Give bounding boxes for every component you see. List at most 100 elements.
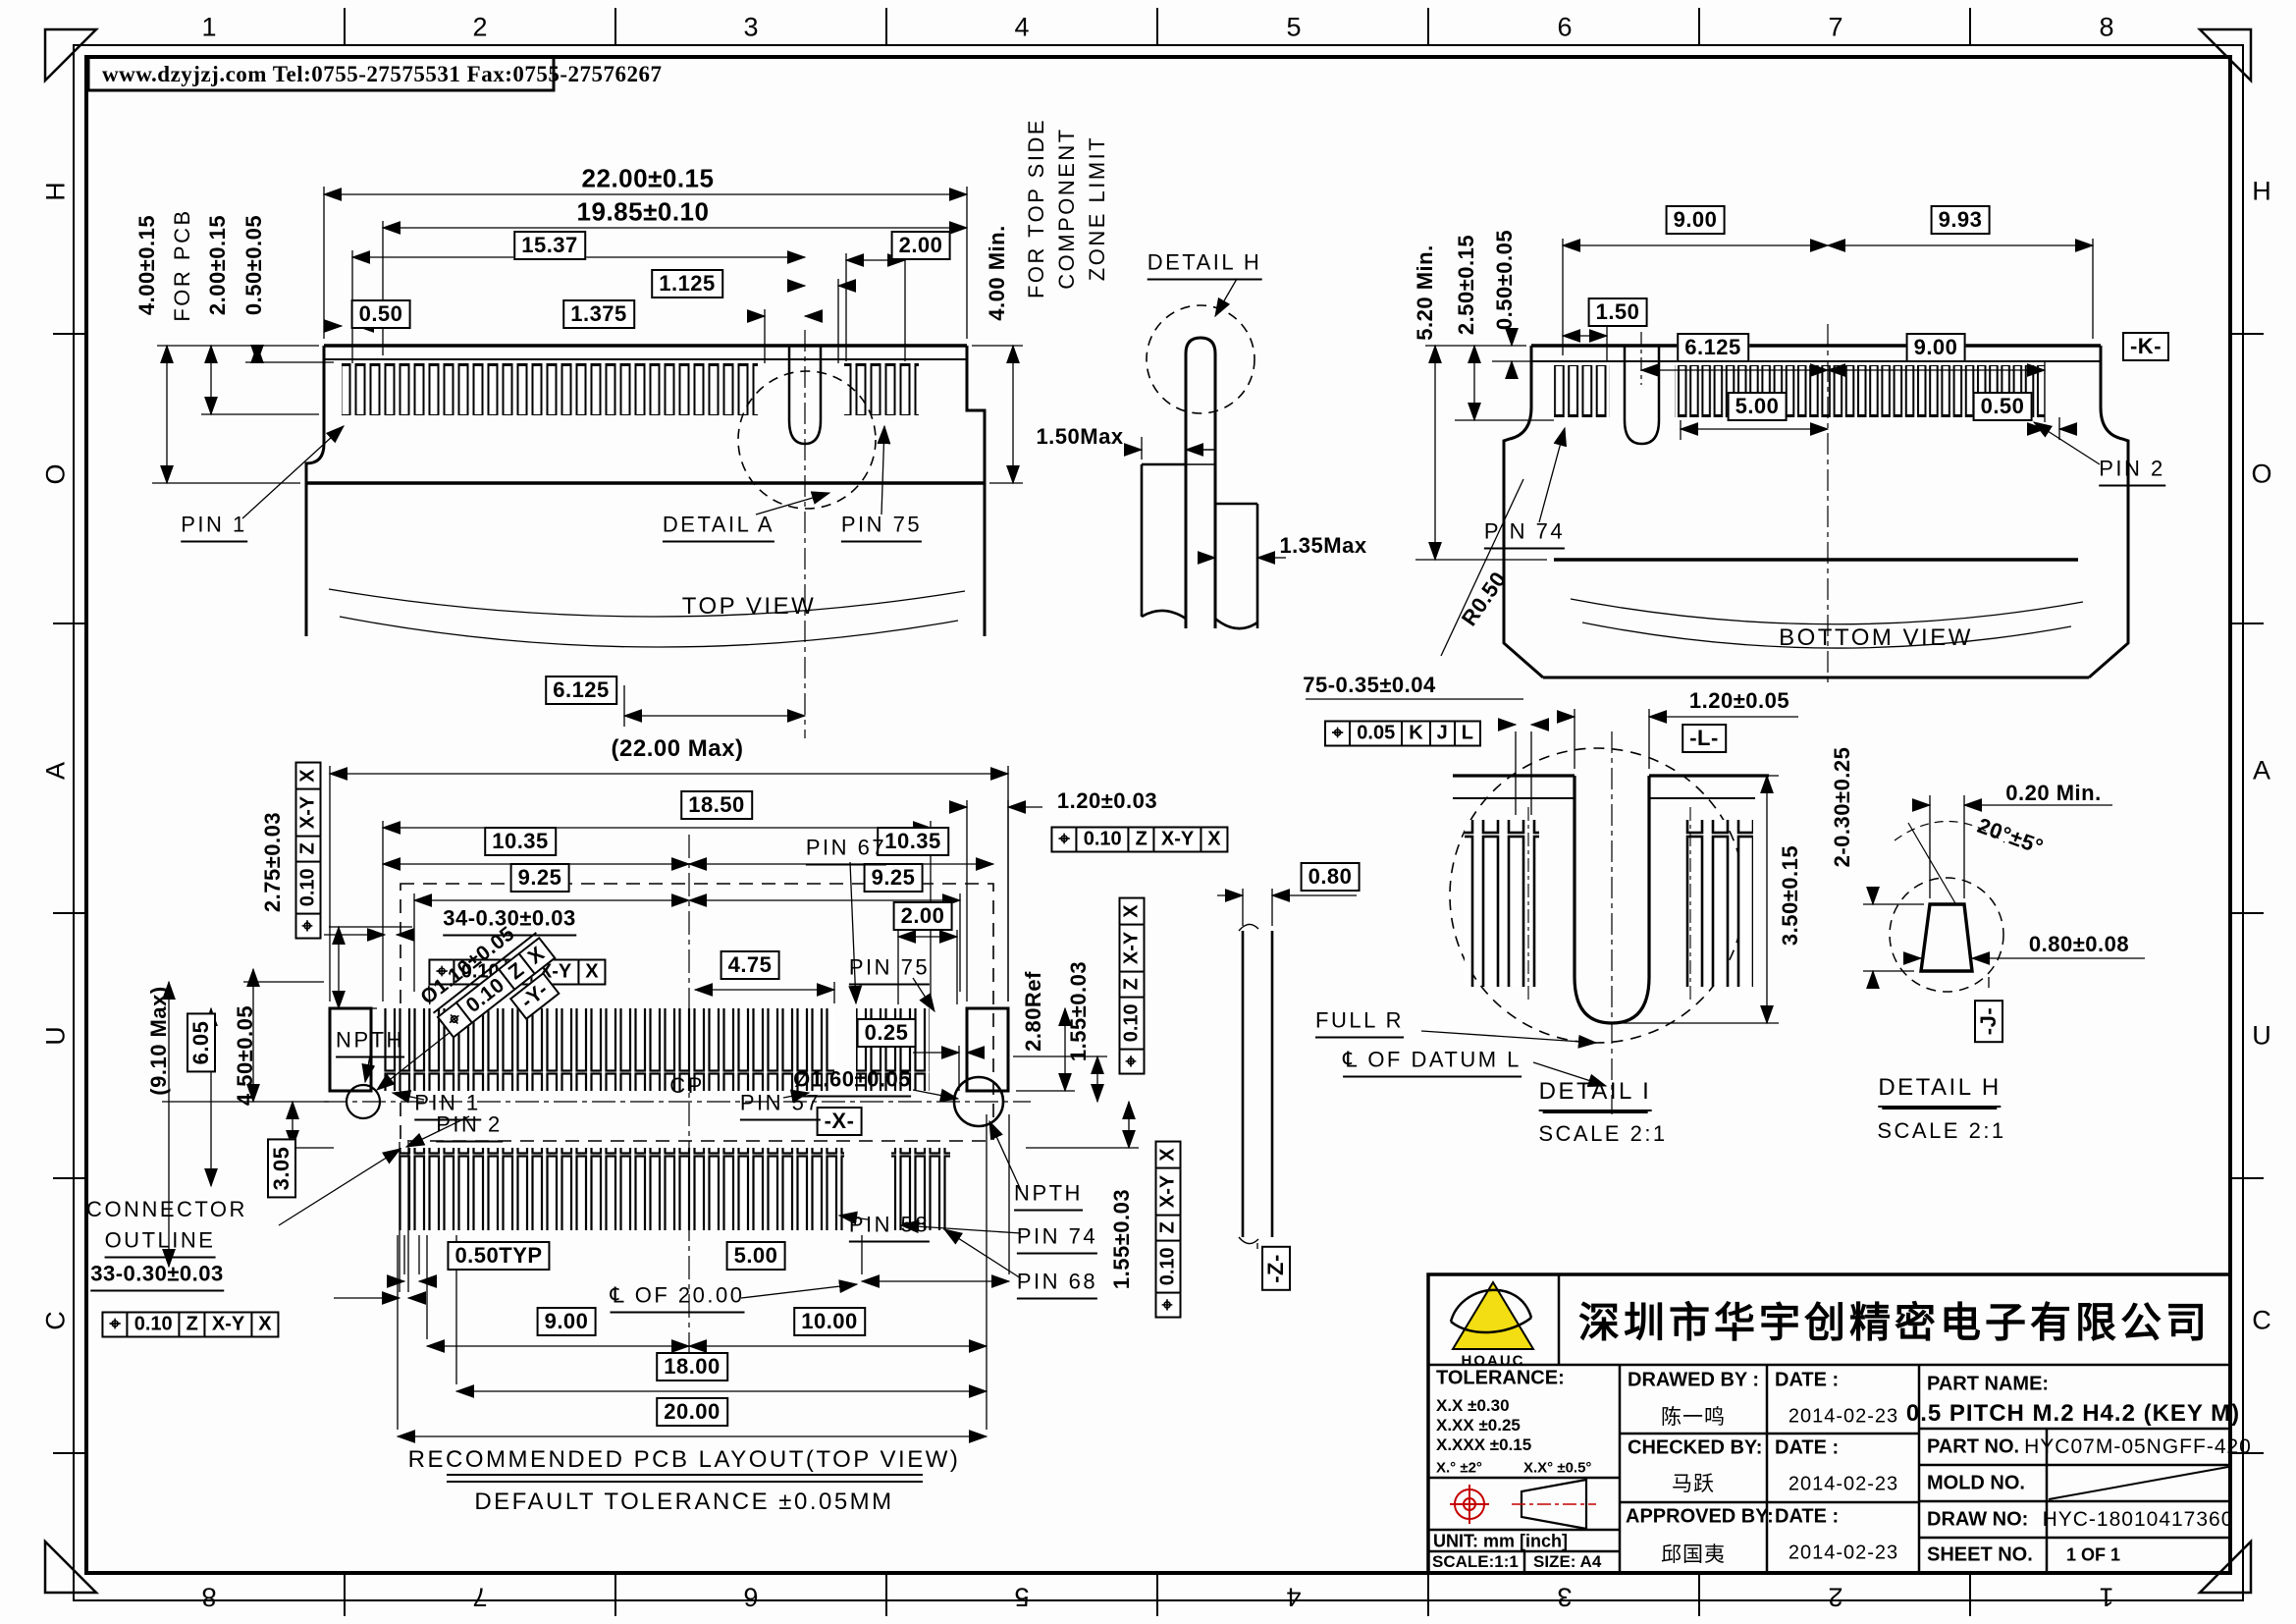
- date3-label: DATE :: [1775, 1505, 1840, 1528]
- note-top-side-1: FOR TOP SIDE: [1024, 117, 1048, 299]
- dim-0.50-bv: 0.50±0.05: [1492, 229, 1517, 331]
- dim-dia-1.60: Ø1.60±0.05: [793, 1067, 911, 1098]
- zone-letter-right-h: H: [2252, 176, 2271, 206]
- zone-letter-right-o: O: [2251, 459, 2272, 489]
- sheet-no-label: SHEET NO.: [1927, 1543, 2033, 1566]
- fcf-155a-sym: ⌖: [1118, 1048, 1146, 1075]
- zone-letter-left-o: O: [40, 463, 71, 485]
- part-no-label: PART NO.: [1927, 1435, 2020, 1458]
- label-npth-left: NPTH: [336, 1028, 404, 1058]
- unit-label: UNIT: mm [inch]: [1433, 1531, 1568, 1551]
- fcf-120-tol: 0.10: [1075, 826, 1130, 853]
- label-detail-a: DETAIL A: [662, 513, 775, 543]
- scale-label: SCALE:1:1: [1432, 1552, 1519, 1571]
- dim-75-count: 75-0.35±0.04: [1303, 673, 1436, 697]
- label-pin74-bottom: PIN 74: [1483, 519, 1566, 550]
- fcf-33-sym: ⌖: [101, 1311, 129, 1338]
- part-name-label: PART NAME:: [1927, 1373, 2050, 1395]
- dim-9.25-r: 9.25: [863, 863, 924, 893]
- zone-number-top-4: 4: [1014, 12, 1030, 42]
- label-pin75-top: PIN 75: [840, 513, 923, 543]
- dim-1.50max: 1.50Max: [1036, 424, 1124, 449]
- fcf-275-d1: Z: [294, 835, 322, 863]
- dim-1.20-detail: 1.20±0.05: [1688, 688, 1790, 713]
- zone-number-bottom-8: 8: [201, 1582, 217, 1612]
- fcf-33-d2: X-Y: [203, 1311, 253, 1338]
- dim-0.50-bottom: 0.50: [1972, 392, 2033, 421]
- dim-4.50: 4.50±0.05: [233, 1004, 257, 1107]
- note-top-side-2: COMPONENT: [1054, 127, 1079, 290]
- dim-0.80-detail: 0.80±0.08: [2028, 932, 2130, 956]
- tolerance-3: X.XXX ±0.15: [1436, 1435, 1532, 1454]
- dim-0.80-bar: 0.80: [1300, 862, 1361, 892]
- company-name: 深圳市华宇创精密电子有限公司: [1577, 1299, 2212, 1346]
- dim-10.35-l: 10.35: [484, 827, 557, 856]
- dim-0.25: 0.25: [856, 1018, 917, 1048]
- zone-letter-right-a: A: [2252, 755, 2271, 785]
- dim-1.55-a: 1.55±0.03: [1066, 960, 1091, 1062]
- fcf-75-d1: K: [1401, 720, 1431, 747]
- fcf-33-d3: X: [250, 1311, 280, 1338]
- fcf-120-d1: Z: [1127, 826, 1155, 853]
- label-pin75-pcb: PIN 75: [848, 955, 931, 986]
- dim-6.05: 6.05: [187, 1012, 216, 1073]
- dim-1.35max: 1.35Max: [1279, 533, 1367, 558]
- checked-by-label: CHECKED BY:: [1628, 1436, 1763, 1459]
- bottom-view: [1415, 239, 2130, 687]
- zone-letter-left-h: H: [40, 182, 71, 201]
- sheet-no-value: 1 OF 1: [2066, 1544, 2121, 1565]
- part-no-value: HYC07M-05NGFF-420: [2024, 1435, 2252, 1458]
- dim-6.125-bottom: 6.125: [1677, 333, 1749, 362]
- datum-k: -K-: [2121, 332, 2170, 361]
- zone-number-bottom-6: 6: [743, 1582, 759, 1612]
- date3-value: 2014-02-23: [1788, 1542, 1899, 1564]
- tolerance-1: X.X ±0.30: [1436, 1396, 1510, 1415]
- fcf-155a-d1: Z: [1118, 970, 1146, 999]
- dim-6.125-top: 6.125: [545, 676, 617, 705]
- approved-by-label: APPROVED BY:: [1626, 1505, 1774, 1528]
- label-pin2-pcb: PIN 2: [436, 1112, 503, 1143]
- dim-9.00-pcb: 9.00: [536, 1307, 597, 1336]
- drawed-by-name: 陈一鸣: [1661, 1406, 1726, 1429]
- dim-4.00-min: 4.00 Min.: [985, 225, 1009, 321]
- label-pin68: PIN 68: [1016, 1270, 1098, 1300]
- datum-x: -X-: [816, 1107, 863, 1136]
- dim-0.50-top: 0.50: [350, 299, 411, 329]
- label-pin74-pcb: PIN 74: [1016, 1224, 1098, 1255]
- dim-2.00-v: 2.00±0.15: [205, 214, 230, 316]
- scale-detail-h: SCALE 2:1: [1877, 1118, 2006, 1143]
- top-view: [152, 187, 1023, 738]
- dim-9.25-l: 9.25: [509, 863, 570, 893]
- fcf-34-sym: ⌖: [428, 958, 455, 986]
- dim-5.00-pcb: 5.00: [725, 1241, 786, 1271]
- label-full-r: FULL R: [1315, 1008, 1404, 1039]
- fcf-33-tol: 0.10: [126, 1311, 181, 1338]
- dim-10.00: 10.00: [793, 1307, 866, 1336]
- zone-number-bottom-3: 3: [1557, 1582, 1573, 1612]
- dim-33-count: 33-0.30±0.03: [90, 1262, 224, 1292]
- title-detail-h: DETAIL H: [1878, 1074, 2002, 1108]
- datum-l: -L-: [1682, 724, 1727, 753]
- title-block-grid: [1426, 1272, 2232, 1575]
- title-pcb-layout: RECOMMENDED PCB LAYOUT(TOP VIEW): [407, 1446, 961, 1473]
- fcf-155a-d3: X: [1118, 896, 1146, 926]
- dim-2.00-top: 2.00: [890, 231, 951, 260]
- fcf-75-sym: ⌖: [1324, 720, 1352, 747]
- zone-number-top-6: 6: [1557, 12, 1573, 42]
- dim-5.20min: 5.20 Min.: [1413, 244, 1437, 341]
- title-detail-i: DETAIL I: [1538, 1078, 1652, 1111]
- zone-number-bottom-7: 7: [472, 1582, 488, 1612]
- size-label: SIZE: A4: [1533, 1552, 1602, 1571]
- fcf-155a-tol: 0.10: [1118, 996, 1146, 1051]
- label-pin1-top: PIN 1: [181, 513, 247, 543]
- dim-4.00-pcb: 4.00±0.15: [134, 214, 159, 316]
- zone-number-bottom-2: 2: [1828, 1582, 1843, 1612]
- tolerance-2: X.XX ±0.25: [1436, 1416, 1521, 1435]
- fcf-155b-tol: 0.10: [1154, 1239, 1182, 1294]
- date2-value: 2014-02-23: [1788, 1473, 1899, 1495]
- dim-1.375: 1.375: [562, 299, 635, 329]
- dim-9.00-a: 9.00: [1665, 205, 1726, 235]
